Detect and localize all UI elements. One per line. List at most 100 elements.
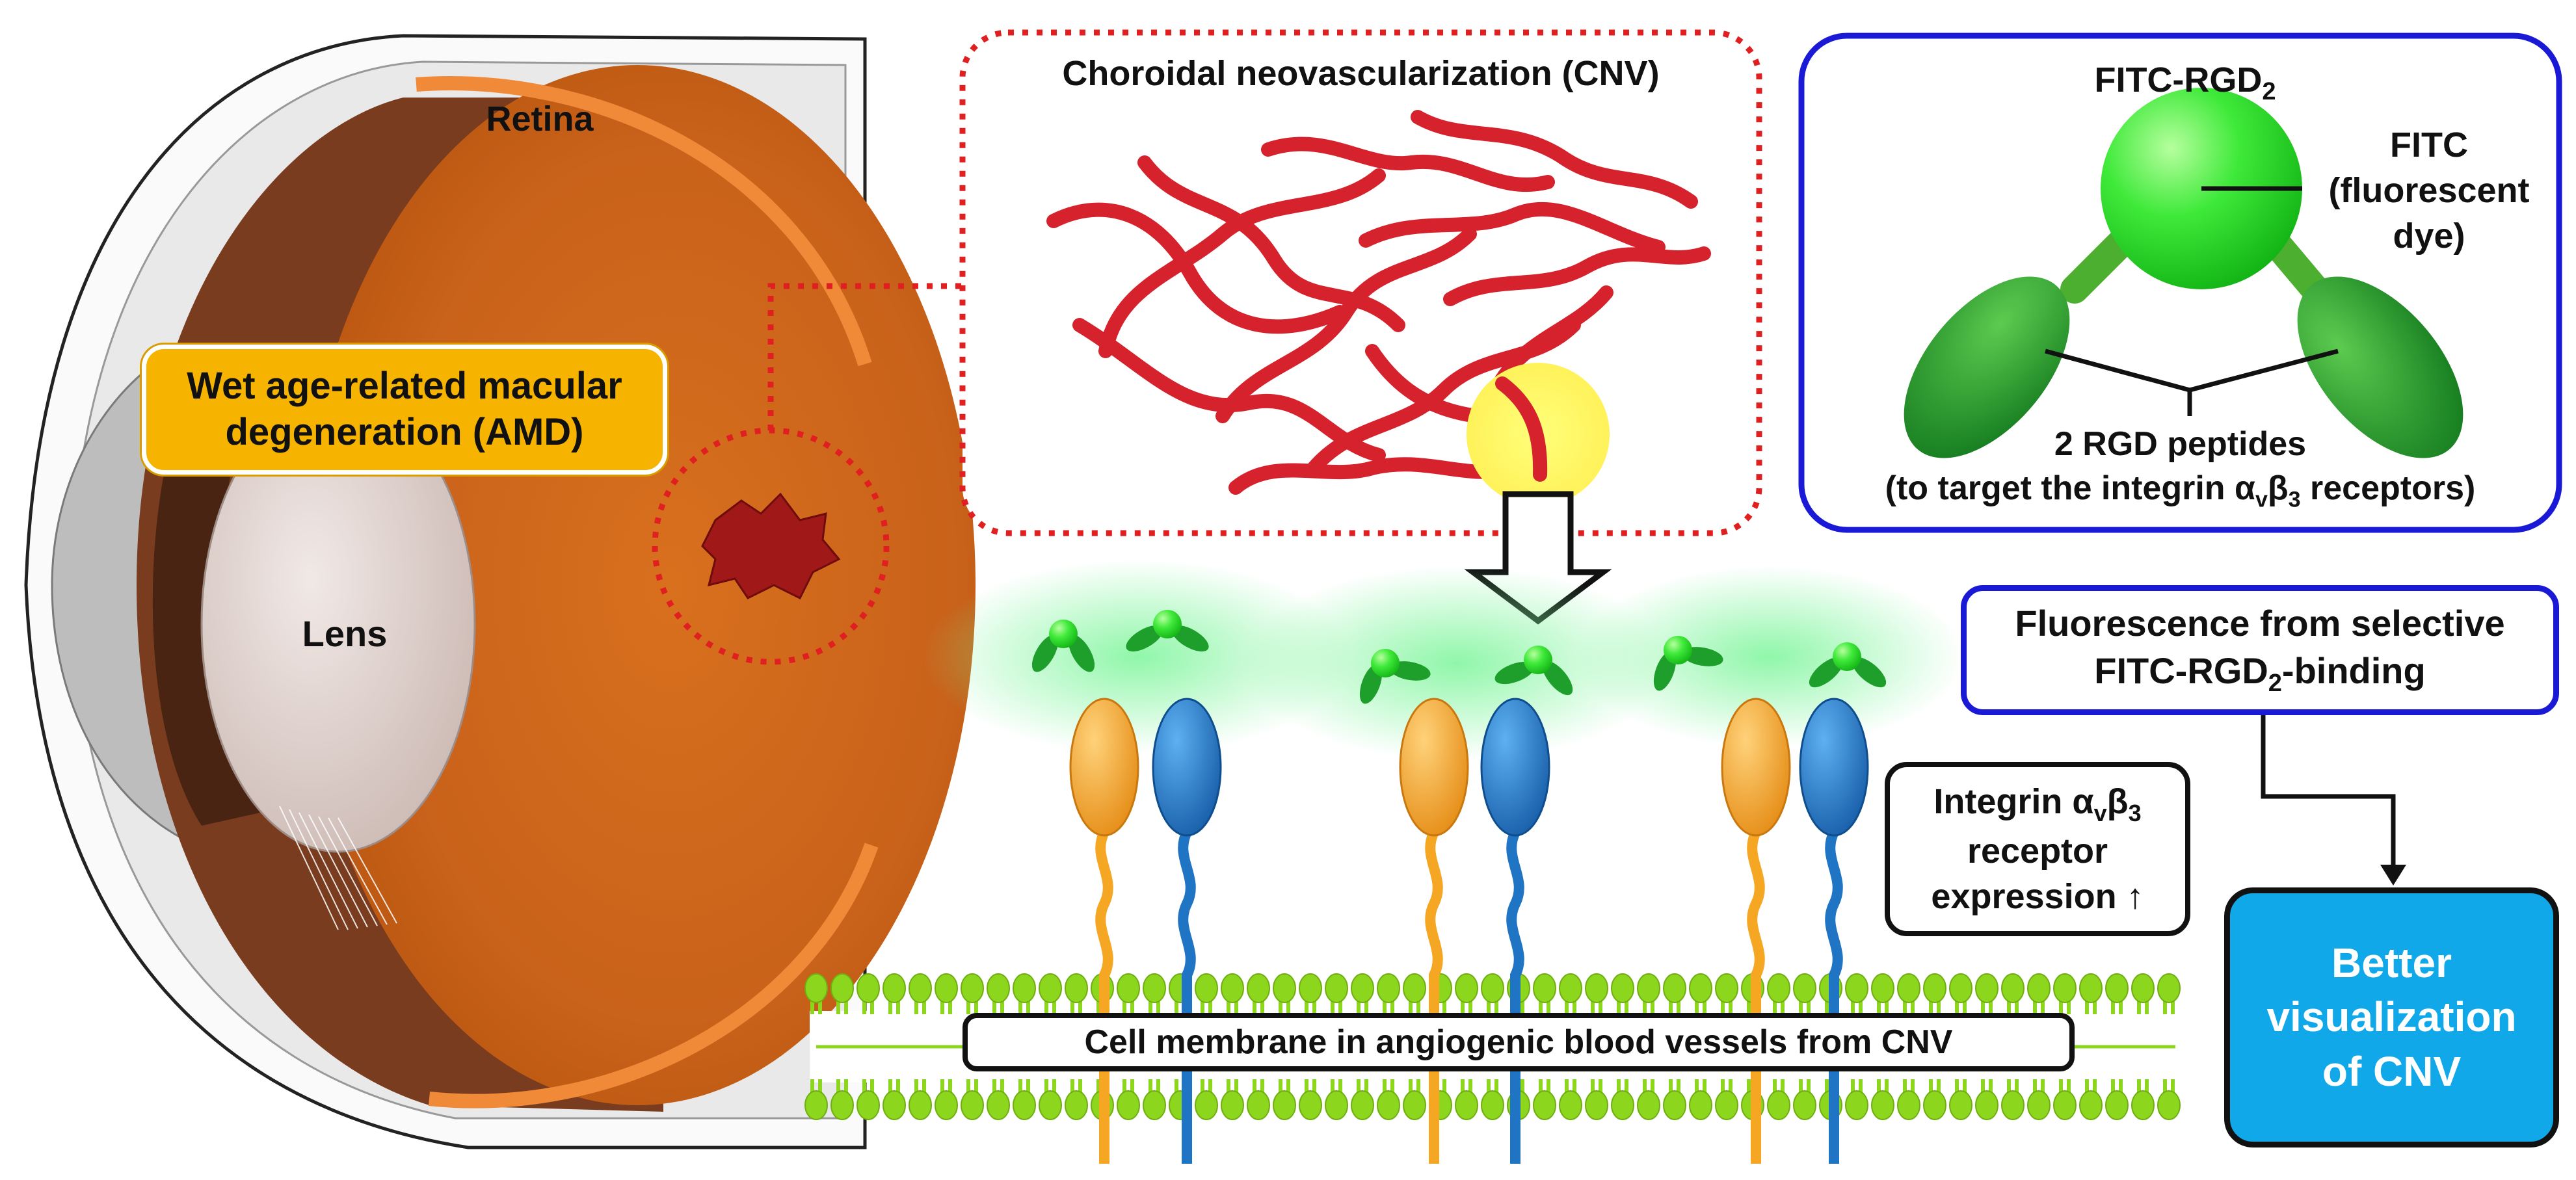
- amd-line-1: Wet age-related macular: [187, 365, 622, 408]
- lipid-head-top: [1663, 973, 1686, 1003]
- lipid-head-bottom: [883, 1090, 906, 1120]
- lipid-head-bottom: [1247, 1090, 1270, 1120]
- lipid-head-top: [1481, 973, 1504, 1003]
- lipid-head-bottom: [909, 1090, 932, 1120]
- lipid-head-bottom: [935, 1090, 958, 1120]
- integrin-line-2: receptor: [1967, 832, 2108, 871]
- lipid-head-top: [2131, 973, 2155, 1003]
- lipid-head-top: [1039, 973, 1062, 1003]
- lipid-head-bottom: [830, 1090, 854, 1120]
- retina: [299, 65, 976, 1105]
- lipid-head-bottom: [961, 1090, 984, 1120]
- lipid-head-bottom: [1403, 1090, 1426, 1120]
- lipid-head-bottom: [1377, 1090, 1400, 1120]
- fluorescence-glow-1: [923, 559, 1353, 754]
- lipid-head-top: [1949, 973, 1972, 1003]
- cnv-vessel-network: [1046, 110, 1711, 495]
- fitc-rgd2-molecule: [1904, 88, 2463, 458]
- retina-edge: [416, 76, 872, 367]
- integrin-line-3: expression ↑: [1931, 877, 2144, 917]
- lipid-head-bottom: [2131, 1090, 2155, 1120]
- lipid-head-bottom: [1663, 1090, 1686, 1120]
- lipid-head-bottom: [1039, 1090, 1062, 1120]
- lipid-head-bottom: [1845, 1090, 1868, 1120]
- lipid-head-top: [1897, 973, 1920, 1003]
- lipid-head-top: [2079, 973, 2103, 1003]
- lipid-head-top: [961, 973, 984, 1003]
- amd-box: Wet age-related macular degeneration (AM…: [142, 345, 667, 475]
- lipid-head-top: [1377, 973, 1400, 1003]
- lipid-head-top: [1793, 973, 1816, 1003]
- lipid-head-top: [1117, 973, 1140, 1003]
- lipid-head-top: [2157, 973, 2181, 1003]
- fluorescence-glow-3: [1574, 566, 1964, 748]
- lipid-head-top: [1975, 973, 1998, 1003]
- cnv-lesion: [701, 492, 841, 600]
- lipid-head-bottom: [987, 1090, 1010, 1120]
- fluorescence-line-2: FITC-RGD2-binding: [2094, 650, 2426, 698]
- lipid-head-bottom: [1533, 1090, 1556, 1120]
- lipid-head-top: [1221, 973, 1244, 1003]
- cnv-box-title: Choroidal neovascularization (CNV): [1062, 54, 1660, 93]
- lipid-head-top: [1065, 973, 1088, 1003]
- membrane-label: Cell membrane in angiogenic blood vessel…: [963, 1013, 2075, 1071]
- integrin-line-1: Integrin αvβ3: [1933, 781, 2142, 826]
- lipid-head-top: [883, 973, 906, 1003]
- result-line-1: Better: [2331, 939, 2452, 987]
- lipid-head-top: [1013, 973, 1036, 1003]
- rgd-label-line-2: (to target the integrin αvβ3 receptors): [1885, 469, 2476, 512]
- lipid-head-bottom: [1715, 1090, 1738, 1120]
- lipid-head-bottom: [1117, 1090, 1140, 1120]
- lipid-head-top: [1871, 973, 1894, 1003]
- fluorescence-line-1: Fluorescence from selective: [2015, 603, 2505, 644]
- lipid-head-top: [1351, 973, 1374, 1003]
- lens-label: Lens: [302, 613, 388, 654]
- lipid-head-bottom: [1351, 1090, 1374, 1120]
- fitc-rgd2-title-main: FITC-RGD: [2094, 60, 2263, 99]
- zoom-connector: [767, 283, 963, 430]
- rgd-peptide-left: [1904, 276, 2070, 458]
- lipid-head-top: [1611, 973, 1634, 1003]
- lipid-head-top: [2001, 973, 2025, 1003]
- flow-connector: [2261, 715, 2396, 865]
- integrin-receptors: [1069, 698, 1869, 1164]
- lipid-head-bottom: [1975, 1090, 1998, 1120]
- retina-edge-lower: [428, 843, 879, 1108]
- lipid-head-top: [856, 973, 880, 1003]
- lipid-head-bottom: [1013, 1090, 1036, 1120]
- amd-line-2: degeneration (AMD): [225, 411, 584, 453]
- fluorescence-box: Fluorescence from selective FITC-RGD2-bi…: [1961, 585, 2559, 715]
- lipid-head-bottom: [1637, 1090, 1660, 1120]
- lipid-head-top: [1299, 973, 1322, 1003]
- cnv-vessel-tip: [1495, 376, 1548, 482]
- lipid-head-bottom: [804, 1090, 828, 1120]
- cnv-box: [959, 29, 1762, 536]
- lipid-head-top: [935, 973, 958, 1003]
- result-line-2: visualization: [2266, 993, 2517, 1041]
- lipid-head-bottom: [1767, 1090, 1790, 1120]
- receptor-pair-1: [1069, 698, 1222, 1164]
- fitc-rgd2-title-sub: 2: [2262, 77, 2276, 105]
- lipid-head-bottom: [1143, 1090, 1166, 1120]
- lipid-head-bottom: [1221, 1090, 1244, 1120]
- lipid-head-bottom: [1897, 1090, 1920, 1120]
- result-line-3: of CNV: [2322, 1047, 2462, 1095]
- lipid-head-bottom: [1455, 1090, 1478, 1120]
- lipid-head-bottom: [856, 1090, 880, 1120]
- fluorescence-glow-2: [1242, 566, 1671, 761]
- better-visualization-box: Better visualization of CNV: [2224, 887, 2559, 1147]
- fitc-label: FITC (fluorescent dye): [2305, 122, 2553, 259]
- fitc-label-line-1: FITC: [2390, 125, 2468, 164]
- lipid-head-bottom: [2027, 1090, 2051, 1120]
- rgd-label-line-1: 2 RGD peptides: [2054, 425, 2307, 463]
- lipid-head-top: [1247, 973, 1270, 1003]
- lipid-head-bottom: [1195, 1090, 1218, 1120]
- lipid-head-bottom: [1793, 1090, 1816, 1120]
- lipid-head-bottom: [1065, 1090, 1088, 1120]
- lipid-head-bottom: [1689, 1090, 1712, 1120]
- lipid-head-top: [1715, 973, 1738, 1003]
- lipid-head-bottom: [2079, 1090, 2103, 1120]
- receptor-pair-2: [1399, 698, 1550, 1164]
- lipid-head-bottom: [2053, 1090, 2077, 1120]
